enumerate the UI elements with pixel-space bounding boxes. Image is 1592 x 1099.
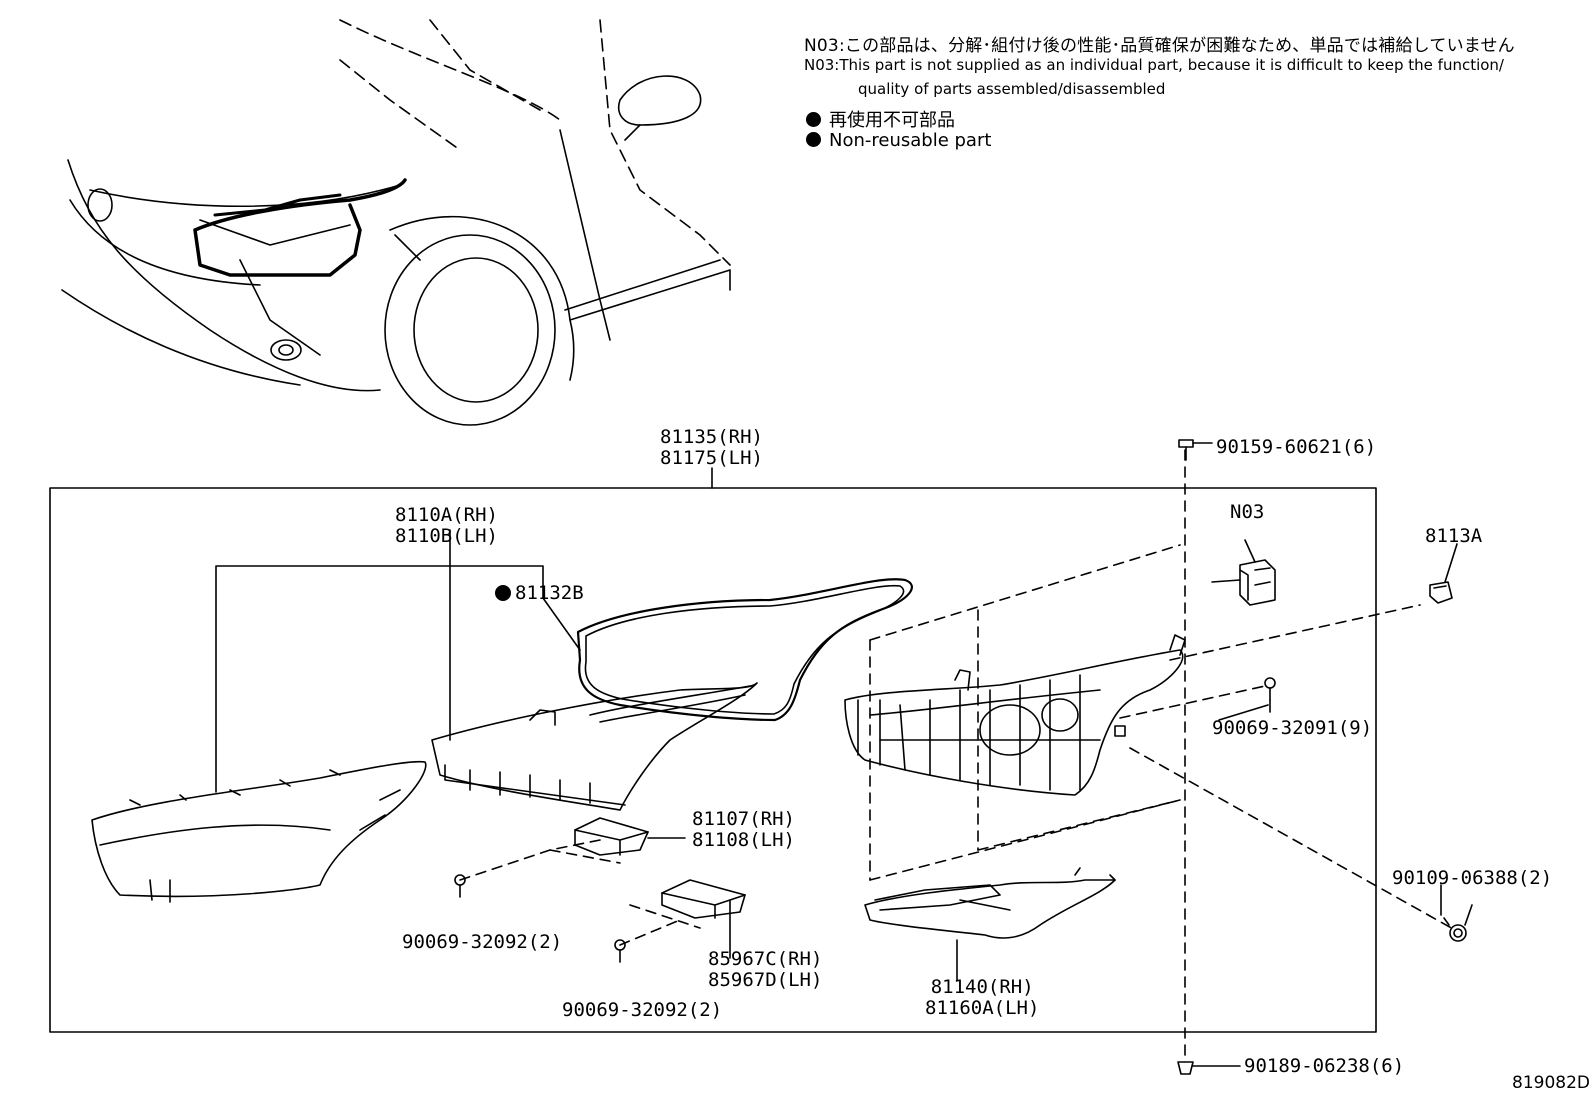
socket-illustration (1429, 543, 1458, 604)
label-90159-60621[interactable]: 90159-60621(6) (1216, 436, 1377, 458)
label-N03[interactable]: N03 (1230, 501, 1265, 523)
non-reusable-dot-icon (806, 132, 821, 147)
label-90109-06388[interactable]: 90109-06388(2) (1392, 867, 1553, 889)
computer-module-illustration (574, 817, 686, 856)
label-8110A[interactable]: 8110A(RH) 8110B(LH) (395, 504, 498, 547)
screw-center-icon (614, 939, 626, 963)
car-front-illustration (61, 19, 731, 426)
label-8113A[interactable]: 8113A (1425, 525, 1483, 547)
screw-left-icon (454, 874, 466, 898)
legend-non-reusable-jp: 再使用不可部品 (806, 106, 955, 132)
cover-illustration (864, 867, 1116, 981)
screw-bottom-icon (1177, 1061, 1241, 1075)
note-n03-english-line1: N03:This part is not supplied as an indi… (804, 56, 1504, 74)
label-85967C[interactable]: 85967C(RH) 85967D(LH) (708, 948, 823, 991)
label-90069-32091[interactable]: 90069-32091(9) (1212, 717, 1373, 739)
non-reusable-dot-icon (806, 112, 821, 127)
leveling-motor-illustration (1211, 539, 1276, 606)
label-81132B[interactable]: 81132B (495, 583, 584, 604)
housing-illustration (431, 682, 758, 811)
screw-mid-icon (1264, 677, 1276, 713)
note-n03-english-line2: quality of parts assembled/disassembled (858, 80, 1166, 98)
non-reusable-dot-icon (495, 585, 511, 601)
headlamp-housing-illustration (844, 634, 1186, 796)
driver-module-illustration (661, 879, 746, 959)
screw-right-icon (1443, 904, 1473, 942)
assembly-lines (459, 449, 1456, 1071)
gasket-illustration (576, 578, 913, 722)
label-90069-32092-left[interactable]: 90069-32092(2) (402, 931, 563, 953)
screw-top-icon (1178, 439, 1213, 461)
legend-non-reusable-en: Non-reusable part (806, 130, 991, 151)
label-81107[interactable]: 81107(RH) 81108(LH) (692, 808, 795, 851)
label-81135[interactable]: 81135(RH) 81175(LH) (660, 426, 763, 469)
label-90189-06238[interactable]: 90189-06238(6) (1244, 1055, 1405, 1077)
label-81140[interactable]: 81140(RH) 81160A(LH) (925, 976, 1040, 1019)
assembly-frame (49, 487, 1377, 1033)
label-90069-32092-center[interactable]: 90069-32092(2) (562, 999, 723, 1021)
lens-illustration (91, 760, 427, 903)
note-n03-japanese: N03:この部品は、分解･組付け後の性能･品質確保が困難なため、単品では補給して… (804, 36, 1515, 56)
diagram-id: 819082D (1512, 1073, 1590, 1093)
